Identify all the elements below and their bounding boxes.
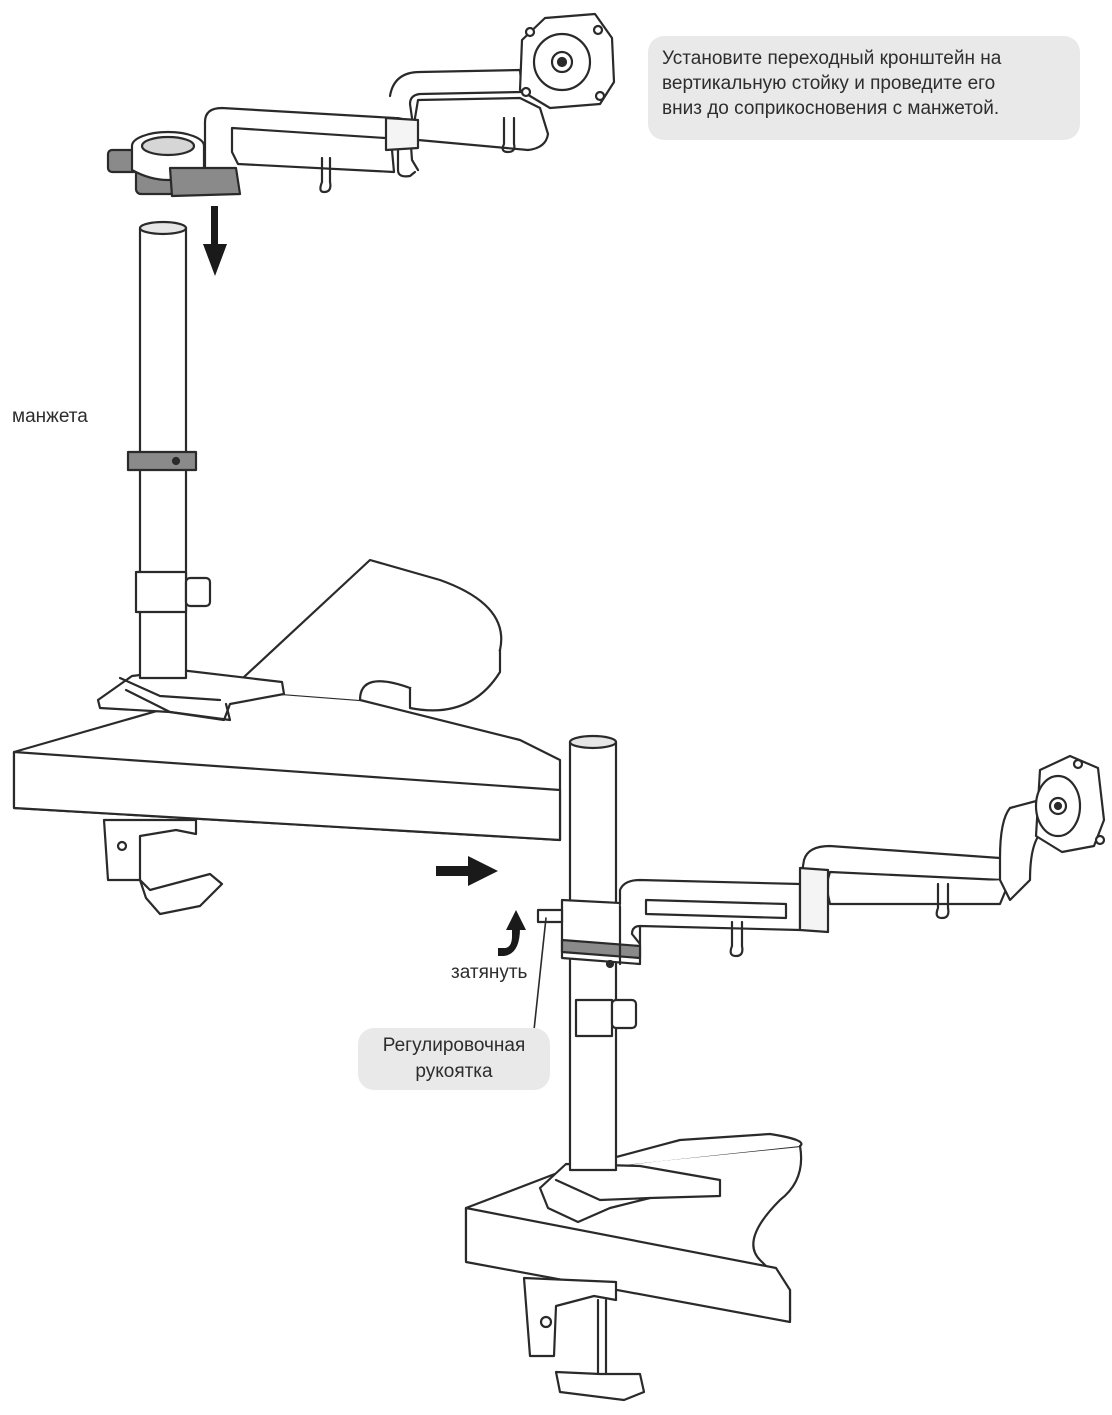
left-post-assembly [12, 220, 562, 916]
arrow-right-icon [436, 856, 498, 886]
adjustment-knob-callout: Регулировочная рукоятка [358, 1028, 550, 1090]
knob-label-line-2: рукоятка [415, 1061, 493, 1082]
collar-label: манжета [12, 406, 88, 427]
knob-label-line-1: Регулировочная [382, 1035, 526, 1056]
tighten-label: затянуть [451, 962, 528, 983]
instruction-line-1: Установите переходный кронштейн на [662, 48, 1002, 69]
instruction-callout: Установите переходный кронштейн на верти… [648, 36, 1080, 140]
top-bracket-arm [106, 12, 616, 198]
instruction-line-2: вертикальную стойку и проведите его [662, 73, 996, 94]
arrow-down-icon [203, 206, 227, 276]
right-post-assembly [464, 734, 1106, 1402]
knob-leader-line [533, 917, 547, 1031]
curved-arrow-up-icon [498, 910, 526, 956]
instruction-line-3: вниз до соприкосновения с манжетой. [662, 98, 1000, 119]
